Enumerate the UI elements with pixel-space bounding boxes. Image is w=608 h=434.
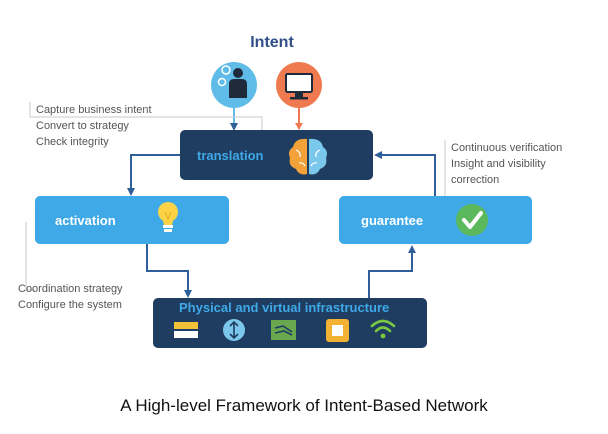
computer-monitor-icon — [276, 62, 322, 108]
activation-box: activation — [35, 196, 229, 244]
translation-notes-connector — [29, 102, 263, 130]
guarantee-label: guarantee — [361, 213, 423, 228]
guarantee-note: Continuous verification — [451, 142, 562, 154]
translation-label: translation — [197, 148, 264, 163]
activation-to-infrastructure-arrow — [146, 244, 192, 298]
infrastructure-to-guarantee-arrow — [368, 245, 416, 298]
wifi-icon — [370, 319, 396, 339]
diagram-caption: A High-level Framework of Intent-Based N… — [120, 396, 488, 415]
lightbulb-icon — [158, 202, 178, 232]
translation-note: Check integrity — [36, 136, 109, 148]
activation-note: Coordination strategy — [18, 283, 123, 295]
person-with-gear-icon — [211, 62, 257, 108]
guarantee-box: guarantee — [339, 196, 532, 244]
infrastructure-box: Physical and virtual infrastructure — [153, 298, 427, 348]
translation-note: Capture business intent — [36, 104, 152, 116]
translation-note: Convert to strategy — [36, 120, 129, 132]
storage-card-icon — [174, 322, 198, 338]
diagram-title: Intent — [250, 34, 294, 51]
activation-note: Configure the system — [18, 299, 122, 311]
activation-notes-connector — [25, 222, 35, 291]
router-icon — [271, 320, 296, 340]
guarantee-to-translation-arrow — [374, 151, 436, 196]
infrastructure-label: Physical and virtual infrastructure — [179, 300, 389, 315]
translation-notes: Capture business intent Convert to strat… — [36, 104, 152, 148]
activation-label: activation — [55, 213, 116, 228]
switch-icon — [223, 319, 245, 341]
guarantee-notes: Continuous verification Insight and visi… — [451, 142, 562, 186]
chip-icon — [326, 319, 349, 342]
checkmark-icon — [456, 204, 488, 236]
guarantee-note: Insight and visibility — [451, 158, 546, 170]
brain-icon — [289, 138, 327, 175]
translation-box: translation — [180, 130, 373, 180]
activation-notes: Coordination strategy Configure the syst… — [18, 283, 123, 311]
translation-to-activation-arrow — [127, 154, 180, 196]
guarantee-note: correction — [451, 174, 499, 186]
